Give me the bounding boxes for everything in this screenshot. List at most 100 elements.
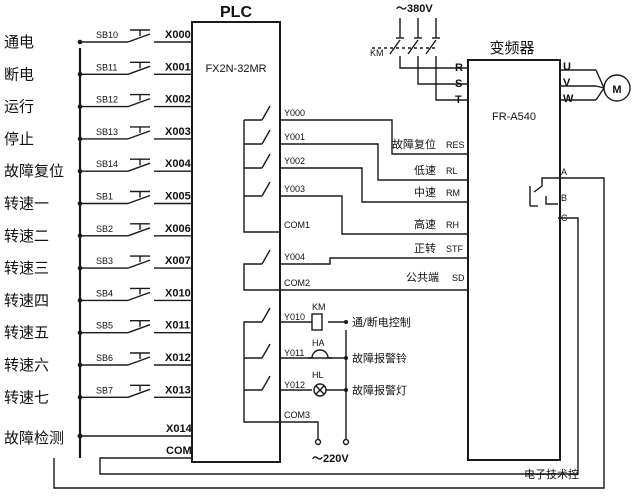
- fault-detect-label: 故障检测: [4, 429, 64, 447]
- input-label: 转速一: [4, 195, 49, 213]
- inverter-input-term: RH: [446, 220, 459, 230]
- output-terminal: Y001: [284, 132, 305, 142]
- pushbutton-label: SB1: [96, 192, 113, 202]
- alarm-desc: 故障报警灯: [352, 383, 407, 397]
- fault-detect-terminal: X014: [166, 423, 193, 435]
- supply-380v-label: ～380V: [396, 3, 433, 15]
- com3-label: COM3: [284, 410, 310, 420]
- phase-s: S: [455, 78, 462, 90]
- pushbutton-label: SB5: [96, 321, 113, 331]
- motor-symbol: [603, 74, 631, 102]
- input-label: 转速五: [4, 324, 49, 342]
- alarm-output-terminal: Y012: [284, 380, 305, 390]
- inverter-box: [467, 59, 561, 461]
- com1-label: COM1: [284, 220, 310, 230]
- km-coil-icon: [311, 313, 323, 331]
- inverter-input-desc: 低速: [414, 164, 436, 177]
- pushbutton-label: SB2: [96, 224, 113, 234]
- inverter-input-desc: 中速: [414, 186, 436, 199]
- input-label: 断电: [4, 65, 34, 83]
- phase-v: V: [563, 77, 571, 89]
- pushbutton-label: SB14: [96, 159, 118, 169]
- alarm-output-terminal: Y011: [284, 348, 304, 358]
- input-label: 转速三: [4, 259, 49, 277]
- terminal-c: C: [561, 213, 568, 223]
- input-row: 运行 SB12 X002: [4, 94, 192, 116]
- inverter-input-desc: 正转: [414, 241, 436, 255]
- output-terminal: Y003: [284, 184, 305, 194]
- input-label: 故障复位: [4, 162, 64, 180]
- pushbutton-label: SB3: [96, 256, 113, 266]
- input-label: 转速四: [4, 291, 49, 309]
- input-label: 转速六: [4, 356, 49, 374]
- plc-title: PLC: [220, 4, 252, 21]
- inverter-fault-relay: A B C: [53, 167, 605, 489]
- common-sd-desc: 公共端: [406, 271, 439, 284]
- motor-label: M: [612, 84, 621, 96]
- common-sd-term: SD: [452, 273, 465, 283]
- output-row: Y000 故障复位 RES: [261, 105, 468, 155]
- output-terminal: Y002: [284, 156, 305, 166]
- com2-label: COM2: [284, 278, 310, 288]
- pushbutton-label: SB10: [96, 30, 118, 40]
- input-row: 转速六 SB6 X012: [4, 352, 192, 374]
- pushbutton-label: SB12: [96, 95, 118, 105]
- input-label: 运行: [4, 98, 34, 116]
- alarm-device-label: KM: [312, 302, 326, 312]
- input-label: 转速七: [4, 388, 49, 406]
- input-row: 通电 SB10 X000: [4, 29, 192, 51]
- km-main-contact-label: KM: [370, 48, 384, 58]
- inverter-input-term: RM: [446, 188, 460, 198]
- plc-model: FX2N-32MR: [205, 63, 266, 75]
- phase-r: R: [455, 62, 463, 74]
- ac220-label: ～220V: [312, 453, 349, 465]
- input-terminal: X000: [165, 29, 191, 41]
- input-terminal: X002: [165, 94, 191, 106]
- inverter-input-desc: 高速: [414, 217, 436, 231]
- pushbutton-label: SB4: [96, 288, 113, 298]
- input-label: 通电: [4, 33, 34, 51]
- alarm-device-label: HA: [312, 338, 325, 348]
- pushbutton-label: SB6: [96, 353, 113, 363]
- terminal-a: A: [561, 167, 567, 177]
- phase-w: W: [563, 93, 574, 105]
- input-label: 停止: [4, 130, 34, 148]
- watermark: 电子技术控: [524, 467, 579, 481]
- alarm-desc: 通/断电控制: [352, 315, 411, 329]
- inverter-model: FR-A540: [492, 111, 536, 123]
- alarm-output-terminal: Y010: [284, 312, 305, 322]
- pushbutton-label: SB11: [96, 62, 117, 72]
- input-terminal: X012: [165, 352, 191, 364]
- input-terminal: X005: [165, 191, 191, 203]
- output-row: Y003 高速 RH: [261, 181, 468, 235]
- alarm-bell-icon: [311, 349, 329, 359]
- com3-circuit: COM3 ～220V: [243, 321, 349, 465]
- output-row: Y002 中速 RM: [261, 153, 468, 203]
- phase-t: T: [455, 94, 462, 106]
- input-terminal: X001: [165, 61, 191, 73]
- input-terminal: X013: [165, 384, 191, 396]
- three-phase-supply: ～380V KM R S T U V W M: [370, 3, 631, 106]
- inverter-input-term: RES: [446, 140, 465, 150]
- inverter-input-term: STF: [446, 244, 464, 254]
- plc-box: [191, 21, 281, 463]
- inverter-input-desc: 故障复位: [392, 137, 436, 151]
- plc-com-terminal: COM: [166, 445, 192, 457]
- fault-detection-input: 故障检测 X014 COM: [4, 217, 579, 475]
- output-terminal: Y000: [284, 108, 305, 118]
- input-terminal: X006: [165, 223, 191, 235]
- input-row: 转速一 SB1 X005: [4, 191, 192, 213]
- inverter-title: 变频器: [489, 39, 534, 57]
